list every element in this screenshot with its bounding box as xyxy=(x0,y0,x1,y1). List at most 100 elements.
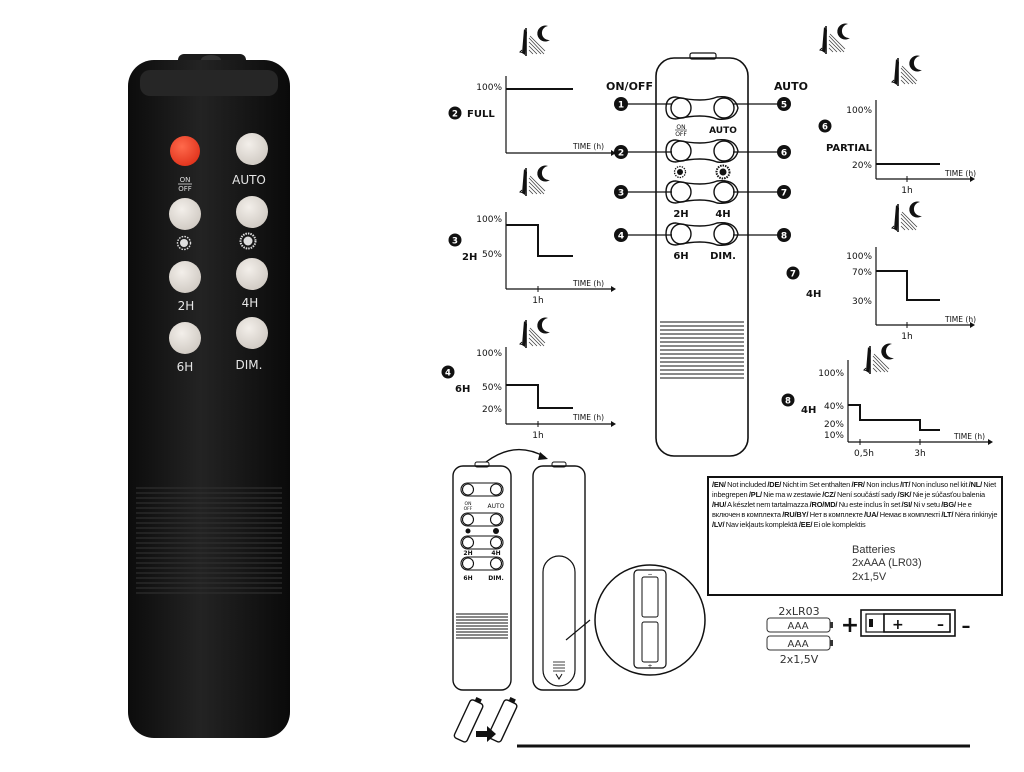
graph-4h-number: 7 xyxy=(790,270,796,280)
notice-lang-code: /FR/ xyxy=(851,480,865,489)
callouts: 1 2 3 4 5 6 7 8 xyxy=(614,97,791,242)
battery-zoom-detail: − + xyxy=(594,564,706,676)
svg-text:+: + xyxy=(647,663,652,670)
main-sun-large-icon xyxy=(715,164,731,180)
small-4h-label: 4H xyxy=(491,550,500,557)
graph-4h-stepped-y-20: 20% xyxy=(824,420,844,430)
notice-lang-code: /LV/ xyxy=(712,520,725,529)
graph-full-title: FULL xyxy=(467,109,495,120)
small-off-label: OFF xyxy=(464,506,473,512)
small-dim-label: DIM. xyxy=(488,575,503,582)
graph-4h-stepped-x-3h: 3h xyxy=(914,449,925,459)
photo-auto-label: AUTO xyxy=(232,173,266,187)
notice-lang-code: /NL/ xyxy=(968,480,983,489)
graph-4h-stepped-y-10: 10% xyxy=(824,431,844,441)
battery-voltage-label: 2x1,5V xyxy=(780,653,819,666)
graph-4h-y-100: 100% xyxy=(846,252,872,262)
main-on-label: ON xyxy=(676,124,685,131)
lamp-moon-icon xyxy=(819,22,851,55)
graph-2h-x-label: TIME (h) xyxy=(572,279,604,288)
graph-4h-stepped-y-40: 40% xyxy=(824,402,844,412)
graph-full: 2 FULL 100% TIME (h) xyxy=(448,24,616,156)
graph-2h-y-100: 100% xyxy=(476,215,502,225)
battery-plus-terminal: + xyxy=(892,617,904,633)
graph-6h-number: 4 xyxy=(445,369,451,379)
notice-box: /EN/ Not included /DE/ Nicht im Set enth… xyxy=(707,476,1003,596)
callout-8: 8 xyxy=(781,232,787,242)
not-included-notice: /EN/ Not included /DE/ Nicht im Set enth… xyxy=(712,480,1000,530)
graph-full-y-100: 100% xyxy=(476,83,502,93)
minus-sign: – xyxy=(962,616,971,637)
photo-off-label: OFF xyxy=(178,185,192,193)
auto-title: AUTO xyxy=(774,80,808,93)
callout-5: 5 xyxy=(781,101,787,111)
notice-lang-code: /SK/ xyxy=(897,490,912,499)
graph-full-number: 2 xyxy=(452,110,458,120)
notice-lang-text: Не е включен в комплекта xyxy=(712,500,972,519)
graph-6h-y-50: 50% xyxy=(482,383,502,393)
svg-text:−: − xyxy=(647,571,652,578)
graph-2h-title: 2H xyxy=(462,252,477,263)
battery-minus-terminal: – xyxy=(937,617,944,633)
graph-2h: 3 2H 100% 50% TIME (h) 1h xyxy=(448,164,616,306)
main-sun-small-icon xyxy=(673,165,687,179)
graph-4h: 7 4H 100% 70% 30% TIME (h) 1h xyxy=(786,200,976,342)
dim-button[interactable] xyxy=(236,317,268,349)
callout-6: 6 xyxy=(781,149,787,159)
graph-6h-x-1h: 1h xyxy=(532,431,543,441)
graph-6h-y-100: 100% xyxy=(476,349,502,359)
remote-body xyxy=(128,60,290,738)
batteries-type: 2xAAA (LR03) xyxy=(852,557,922,569)
on-off-title: ON/OFF xyxy=(606,80,653,93)
callout-7: 7 xyxy=(781,189,787,199)
lamp-moon-icon xyxy=(519,164,551,197)
graph-4h-y-30: 30% xyxy=(852,297,872,307)
dim-mode-button[interactable] xyxy=(169,198,201,230)
notice-lang-code: /RO/MD/ xyxy=(809,500,838,509)
small-remote-front xyxy=(452,461,512,691)
battery-lr03-label: 2xLR03 xyxy=(778,605,819,618)
flip-arrow-icon xyxy=(485,448,546,463)
graph-partial-x-1h: 1h xyxy=(901,186,912,196)
photo-on-label: ON xyxy=(180,176,191,184)
notice-lang-text: Nėra rinkinyje xyxy=(953,510,998,519)
notice-lang-code: /PL/ xyxy=(748,490,762,499)
notice-lang-code: /BG/ xyxy=(941,500,956,509)
timer-6h-button[interactable] xyxy=(169,322,201,354)
battery-insert-icon xyxy=(453,696,518,743)
lamp-moon-icon xyxy=(891,200,923,233)
graph-2h-y-50: 50% xyxy=(482,250,502,260)
timer-2h-button[interactable] xyxy=(169,261,201,293)
notice-lang-text: Not included xyxy=(725,480,768,489)
plus-sign: + xyxy=(841,613,859,638)
small-sun-icon xyxy=(465,528,471,534)
small-remote-labels: ON OFF AUTO 2H 4H 6H DIM. xyxy=(463,501,504,582)
timer-4h-button[interactable] xyxy=(236,258,268,290)
main-off-label: OFF xyxy=(675,131,687,138)
lamp-moon-icon xyxy=(519,24,551,57)
notice-lang-text: Nav iekļauts komplektā xyxy=(724,520,799,529)
remote-grip-ribs xyxy=(136,487,282,594)
photo-2h-label: 2H xyxy=(178,299,195,313)
graph-2h-number: 3 xyxy=(452,237,458,247)
graph-4h-x-1h: 1h xyxy=(901,332,912,342)
main-auto-label: AUTO xyxy=(709,126,737,136)
notice-lang-text: A készlet nem tartalmazza xyxy=(726,500,810,509)
bright-mode-button[interactable] xyxy=(236,196,268,228)
batteries-title: Batteries xyxy=(852,544,896,556)
graph-4h-stepped-x-label: TIME (h) xyxy=(953,432,985,441)
small-sun-large-icon xyxy=(493,528,499,534)
power-button[interactable] xyxy=(170,136,200,166)
graph-partial: 6 PARTIAL 100% 20% TIME (h) 1h xyxy=(818,22,976,196)
auto-button[interactable] xyxy=(236,133,268,165)
graph-4h-stepped-number: 8 xyxy=(785,397,791,407)
callout-3: 3 xyxy=(618,189,624,199)
small-remote-back xyxy=(532,461,591,691)
graph-4h-x-label: TIME (h) xyxy=(944,315,976,324)
graph-partial-y-100: 100% xyxy=(846,106,872,116)
graph-4h-stepped-title: 4H xyxy=(801,405,816,416)
callout-4: 4 xyxy=(618,232,624,242)
sun-small-icon xyxy=(176,235,192,251)
lamp-moon-icon xyxy=(891,54,923,87)
